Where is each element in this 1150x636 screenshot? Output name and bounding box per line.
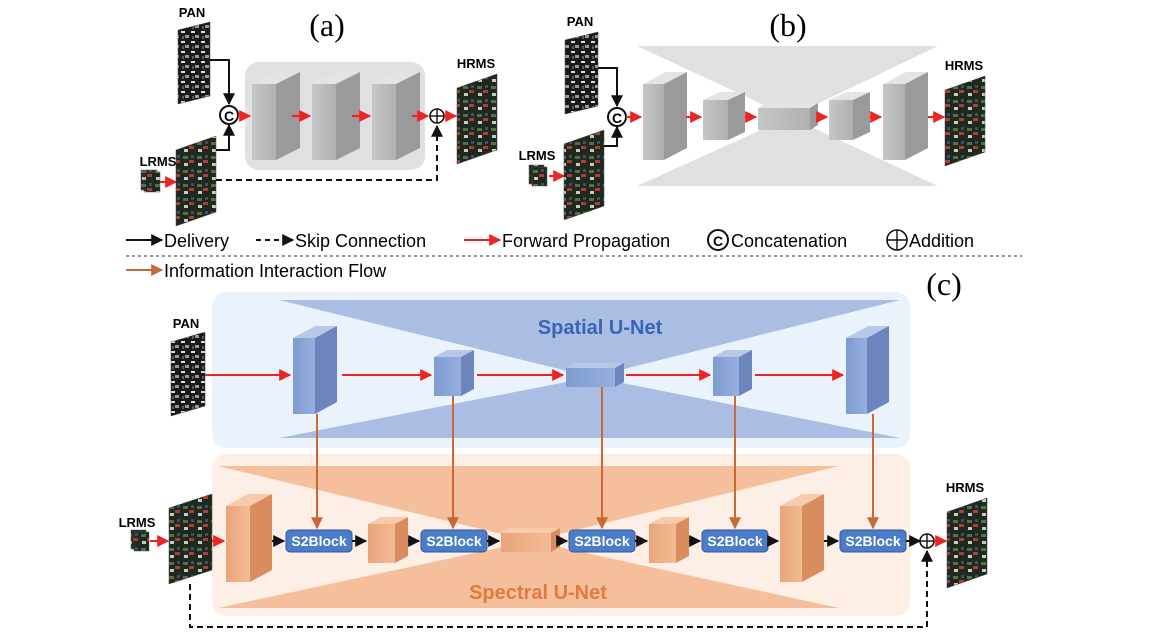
spatial-encoder-block [434,350,474,396]
spectral-encoder-block [368,517,408,563]
conv-block [829,92,870,140]
lrms-small-icon [140,169,161,193]
conv-block [252,72,300,160]
lrms-label: LRMS [140,154,177,169]
delivery-arrow [604,125,623,147]
legend-interaction-label: Information Interaction Flow [164,261,387,281]
conv-block [643,72,687,160]
svg-text:C: C [224,108,234,124]
spectral-bottleneck-block [501,528,560,552]
concat-icon: C [219,105,239,125]
conv-block [758,103,818,130]
svg-text:S2Block: S2Block [574,533,629,549]
pan-label: PAN [567,14,593,29]
spatial-decoder-block [713,350,752,396]
svg-text:C: C [713,233,723,249]
legend: Delivery Skip Connection Forward Propaga… [126,229,1022,281]
hrms-label: HRMS [946,480,985,495]
delivery-arrow [598,67,623,108]
svg-text:S2Block: S2Block [707,533,762,549]
legend-concat-icon: C [707,229,729,251]
spectral-decoder-block [780,494,824,582]
lrms-upsampled-image [175,135,217,227]
spatial-unet-title: Spatial U-Net [538,317,663,339]
lrms-small-icon [130,529,150,552]
svg-text:S2Block: S2Block [291,533,346,549]
pan-label: PAN [179,5,205,20]
svg-text:S2Block: S2Block [426,533,481,549]
panel-a-label: (a) [309,7,345,43]
unet-hourglass [637,46,938,186]
s2block: S2Block [285,529,353,553]
delivery-arrow [210,59,235,106]
spatial-encoder-block [293,326,337,414]
hrms-image [944,75,986,167]
delivery-arrow [216,123,235,151]
skip-connection [216,124,443,181]
spatial-decoder-block [846,326,889,414]
hrms-image [946,497,988,589]
lrms-upsampled-image [168,493,213,585]
panel-b: (b) PAN LRMS C [519,7,986,221]
hrms-label: HRMS [457,56,496,71]
legend-skip-label: Skip Connection [295,231,426,251]
legend-addition-label: Addition [909,231,974,251]
panel-c-label: (c) [926,266,962,302]
svg-text:S2Block: S2Block [845,533,900,549]
conv-block [703,92,745,140]
panel-c: (c) Spatial U-Net PAN [119,266,988,628]
lrms-small-icon [528,164,548,187]
hrms-image [456,73,498,165]
legend-forward-label: Forward Propagation [502,231,670,251]
pan-image [170,331,206,417]
addition-icon [429,108,445,124]
panel-b-label: (b) [769,7,806,43]
spatial-bottleneck-block [566,363,624,387]
conv-block [312,72,360,160]
lrms-label: LRMS [519,148,556,163]
concat-icon: C [607,107,627,127]
skip-connection [189,549,933,628]
spectral-decoder-block [649,517,689,563]
conv-block [372,72,420,160]
pan-image [177,21,211,105]
spectral-encoder-block [226,494,272,582]
addition-icon [919,533,935,549]
pan-label: PAN [173,316,199,331]
s2block: S2Block [839,529,907,553]
s2block: S2Block [420,529,488,553]
legend-addition-icon [886,229,908,251]
panel-a: (a) PAN LRMS C [140,5,498,227]
legend-delivery-label: Delivery [164,231,229,251]
svg-text:C: C [612,110,622,126]
hrms-label: HRMS [945,58,984,73]
s2block: S2Block [568,529,636,553]
s2block: S2Block [701,529,769,553]
lrms-label: LRMS [119,515,156,530]
legend-concat-label: Concatenation [731,231,847,251]
spectral-unet-title: Spectral U-Net [469,582,607,604]
pan-image [564,31,599,115]
conv-block [883,72,928,160]
lrms-upsampled-image [563,129,605,221]
